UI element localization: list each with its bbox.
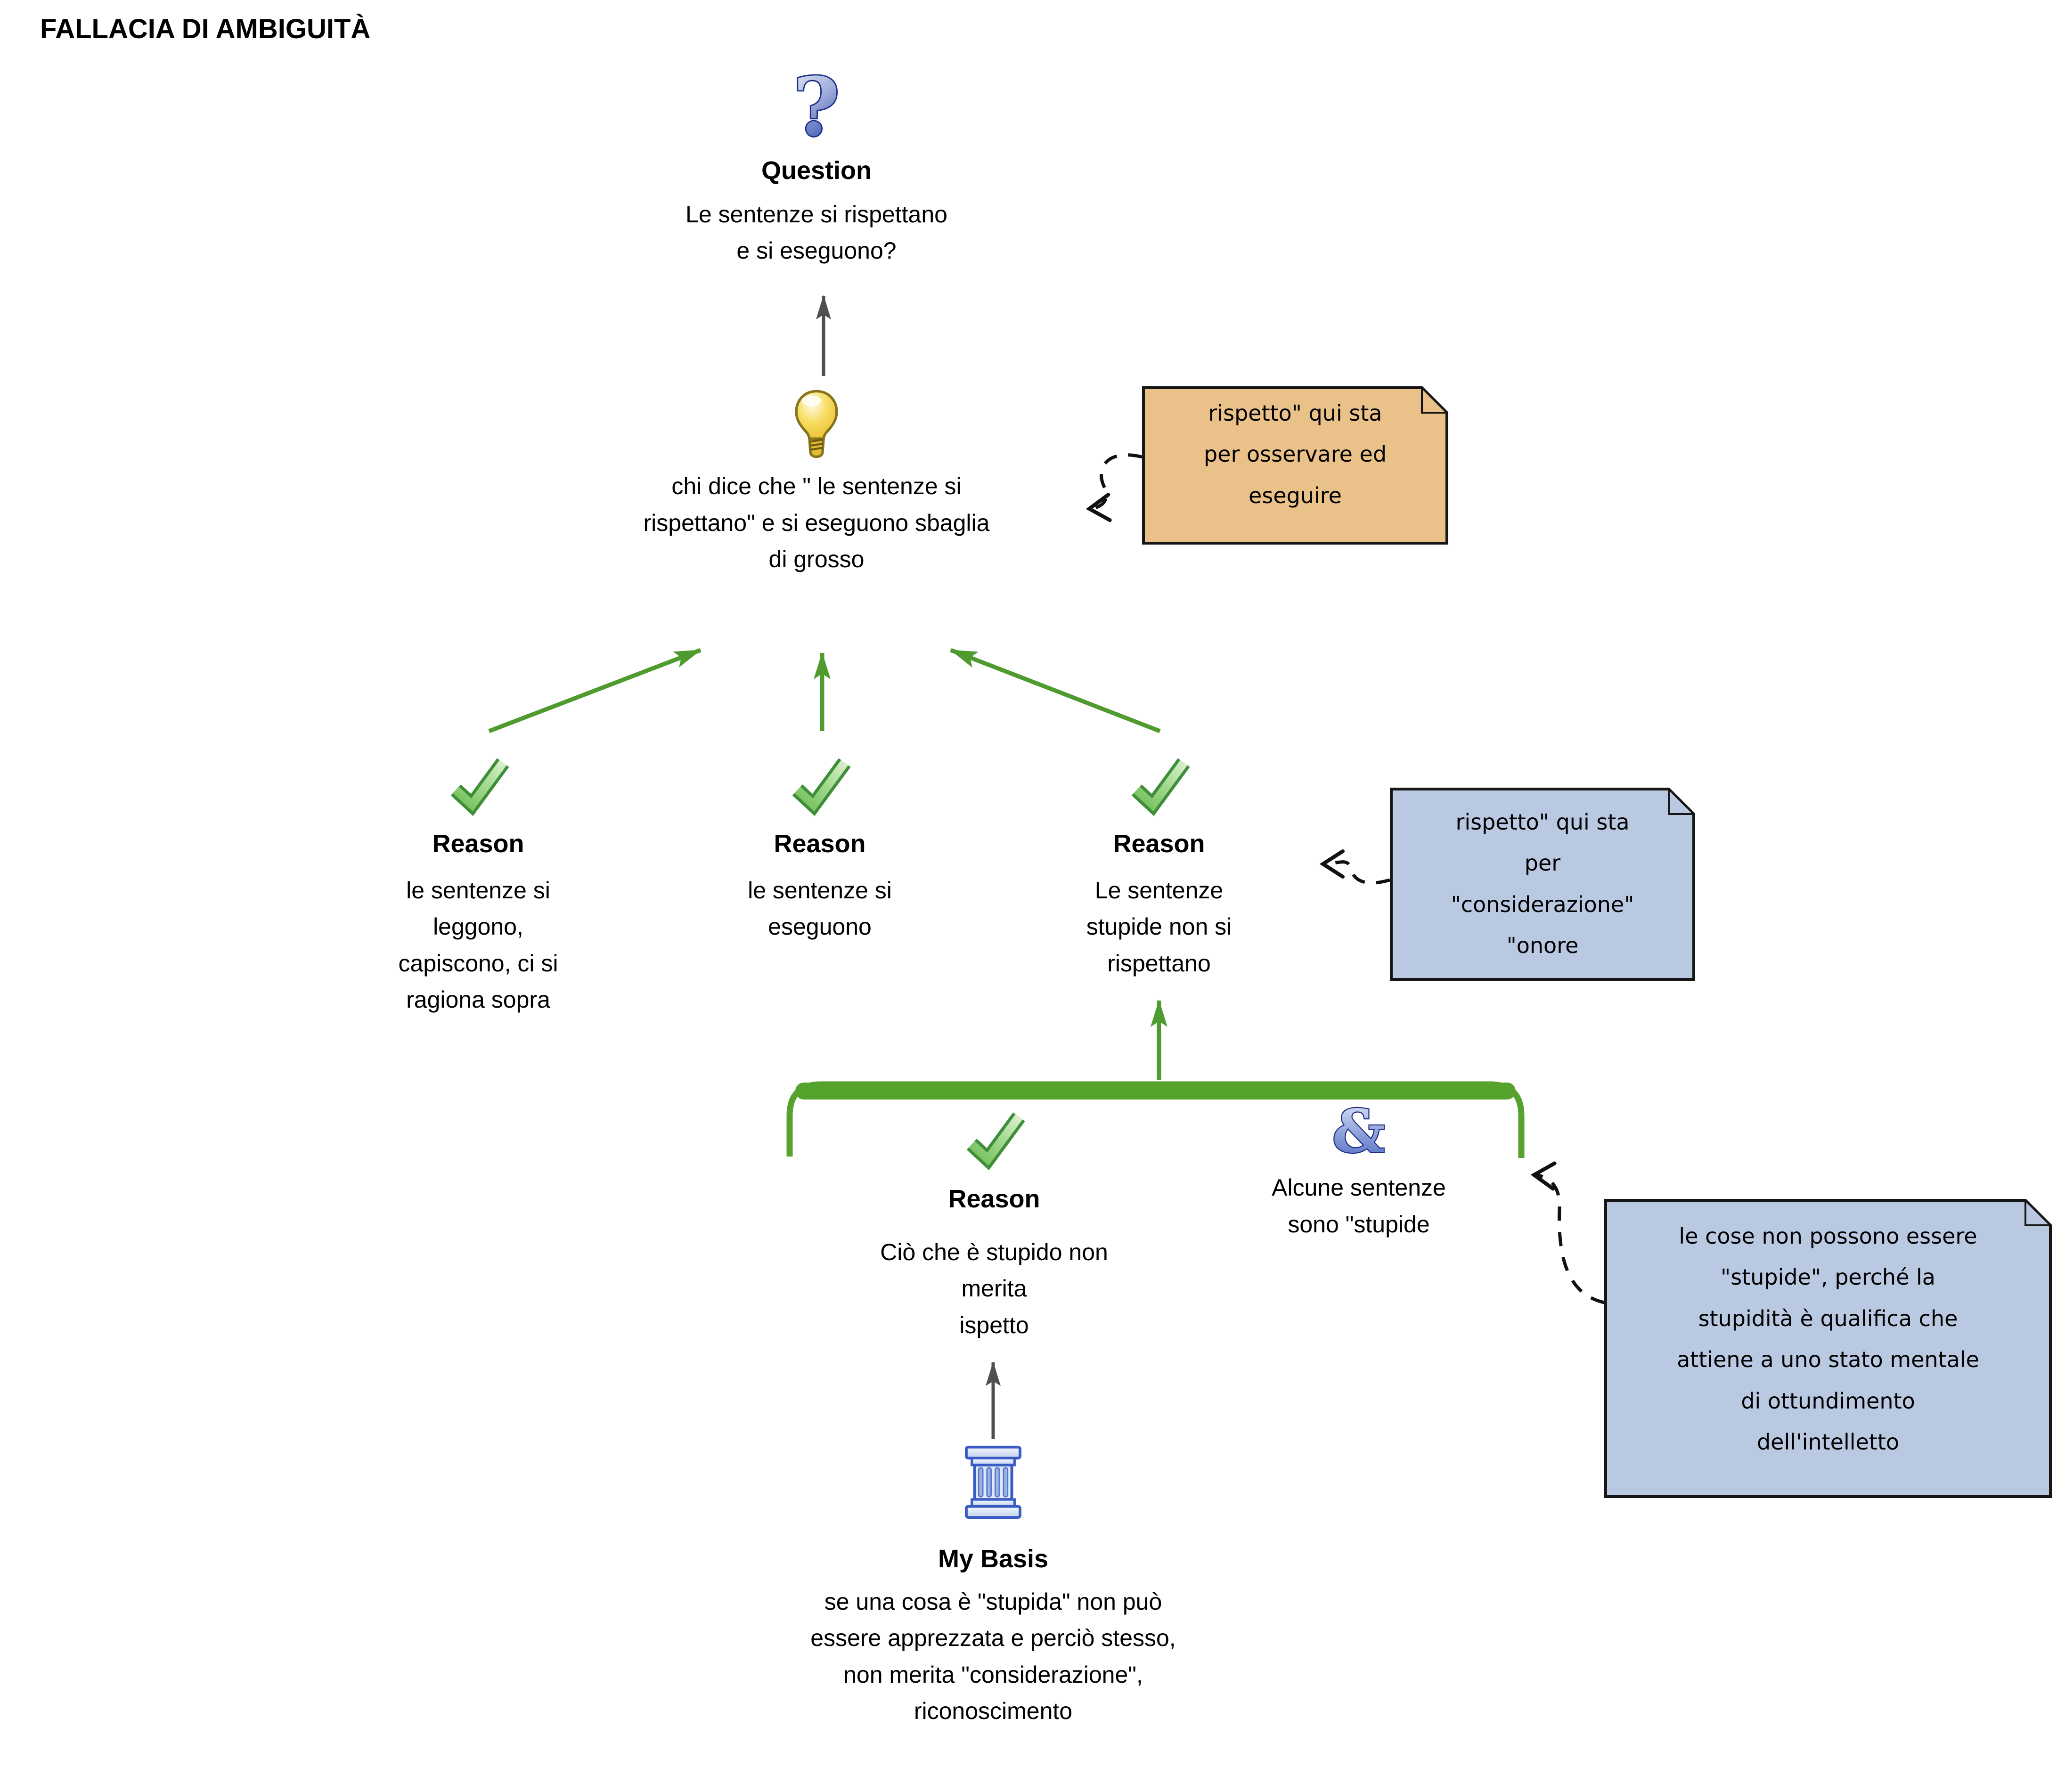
folded-corner-icon	[2024, 1199, 2052, 1226]
basis-text: se una cosa è "stupida" non può essere a…	[810, 1588, 1176, 1725]
note-blue-top-text: rispetto" qui sta per "considerazione" "…	[1451, 809, 1634, 959]
arrow-reason1-to-contention	[488, 648, 702, 733]
lightbulb-icon	[795, 390, 838, 458]
diagram-title: FALLACIA DI AMBIGUITÀ	[40, 14, 371, 44]
note-blue-top[interactable]: rispetto" qui sta per "considerazione" "…	[1390, 788, 1695, 981]
basis-node[interactable]: My Basis se una cosa è "stupida" non può…	[725, 1444, 1262, 1730]
reason-node-1[interactable]: Reason le sentenze si leggono, capiscono…	[302, 755, 655, 1018]
check-icon	[966, 1112, 1025, 1171]
dashed-connector-note-blue-top	[1319, 849, 1390, 885]
reason-text: Le sentenze stupide non si rispettano	[1086, 877, 1232, 977]
dashed-connector-note-blue-bottom	[1530, 1161, 1605, 1304]
svg-text:?: ?	[793, 71, 840, 150]
pillar-icon	[964, 1445, 1022, 1519]
reason-label: Reason	[948, 1185, 1040, 1213]
check-icon	[1131, 758, 1190, 816]
question-node[interactable]: ? Question Le sentenze si rispettano e s…	[581, 71, 1052, 269]
note-blue-bottom-shape	[1604, 1199, 2052, 1498]
reason-label: Reason	[1113, 830, 1205, 858]
note-blue-bottom-text: le cose non possono essere "stupide", pe…	[1677, 1223, 1979, 1455]
check-icon	[450, 758, 509, 816]
svg-text:&: &	[1333, 1105, 1385, 1162]
basis-label: My Basis	[938, 1545, 1049, 1573]
folded-corner-icon	[1668, 788, 1695, 815]
check-icon	[792, 758, 851, 816]
reason-label: Reason	[774, 830, 866, 858]
reason-label: Reason	[432, 830, 524, 858]
reason-text: le sentenze si eseguono	[748, 877, 892, 940]
note-orange-shape	[1142, 386, 1448, 545]
note-orange-text: rispetto" qui sta per osservare ed esegu…	[1203, 400, 1387, 508]
reason-node-2[interactable]: Reason le sentenze si eseguono	[643, 755, 996, 945]
ampersand-icon: &	[1333, 1105, 1385, 1162]
and-claim-node[interactable]: & Alcune sentenze sono "stupide	[1194, 1105, 1524, 1243]
contention-text: chi dice che " le sentenze si rispettano…	[643, 473, 990, 572]
question-label: Question	[761, 156, 872, 185]
dashed-connector-note-orange	[1086, 453, 1143, 522]
folded-corner-icon	[1421, 386, 1448, 414]
reason-text: le sentenze si leggono, capiscono, ci si…	[398, 877, 558, 1013]
arrow-reason3-to-contention	[950, 648, 1161, 733]
note-blue-bottom[interactable]: le cose non possono essere "stupide", pe…	[1604, 1199, 2052, 1498]
and-claim-text: Alcune sentenze sono "stupide	[1272, 1174, 1446, 1238]
note-blue-top-shape	[1390, 788, 1695, 981]
contention-node[interactable]: chi dice che " le sentenze si rispettano…	[581, 388, 1052, 578]
question-mark-icon: ?	[792, 71, 841, 150]
note-orange[interactable]: rispetto" qui sta per osservare ed esegu…	[1142, 386, 1448, 545]
reason-node-3[interactable]: Reason Le sentenze stupide non si rispet…	[982, 755, 1336, 982]
reason-text: Ciò che è stupido non merita ispetto	[880, 1238, 1108, 1338]
reason-node-4[interactable]: Reason Ciò che è stupido non merita ispe…	[817, 1109, 1171, 1344]
question-text: Le sentenze si rispettano e si eseguono?	[686, 201, 947, 264]
